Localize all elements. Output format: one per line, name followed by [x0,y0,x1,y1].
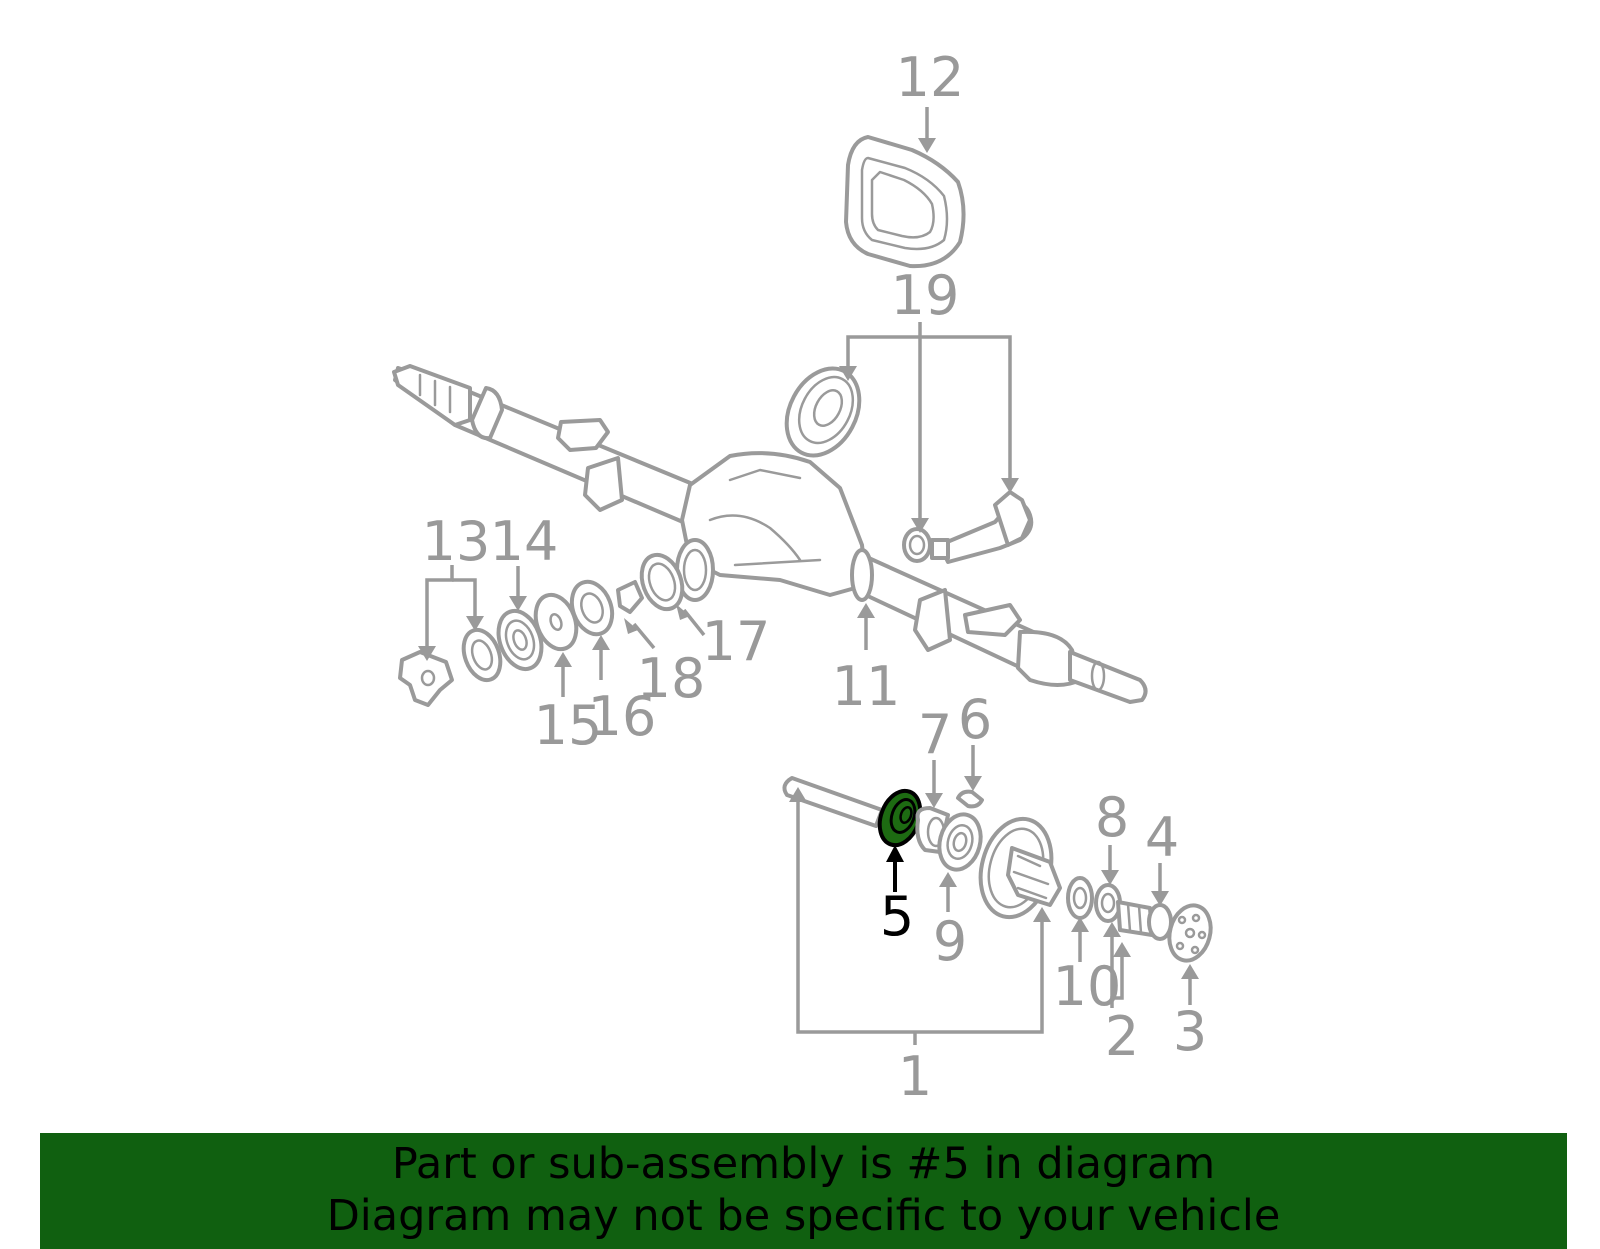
callout-labels: 12 19 13 14 17 18 11 16 15 7 6 8 4 5 9 1… [422,46,1208,1108]
callout-16[interactable]: 16 [588,685,657,748]
callout-13[interactable]: 13 [422,510,491,573]
part-15-washer[interactable] [529,589,584,655]
part-3-cap[interactable] [1163,901,1216,965]
part-19-ring-gear[interactable] [772,356,873,468]
callout-14[interactable]: 14 [490,510,559,573]
banner-line-disclaimer: Diagram may not be specific to your vehi… [326,1191,1281,1241]
part-11-axle-housing[interactable] [392,364,1148,704]
part-14-seal[interactable] [491,605,549,675]
callout-17[interactable]: 17 [702,610,771,673]
leader-lines [418,107,1199,1045]
callout-8[interactable]: 8 [1095,786,1129,849]
info-banner: Part or sub-assembly is #5 in diagram Di… [40,1133,1567,1249]
callout-18[interactable]: 18 [637,647,706,710]
part-9-bearing[interactable] [933,810,986,874]
part-18-spacer[interactable] [616,580,644,614]
part-1-axle-shaft[interactable] [782,776,884,828]
callout-3[interactable]: 3 [1173,1000,1207,1063]
callout-10[interactable]: 10 [1053,955,1122,1018]
part-6-clip[interactable] [956,789,984,809]
callout-15[interactable]: 15 [534,694,603,757]
part-hub-flange[interactable] [970,811,1062,925]
part-13-seal[interactable] [457,625,507,685]
callout-4[interactable]: 4 [1145,806,1179,869]
callout-19[interactable]: 19 [891,264,960,327]
part-12-differential-cover[interactable] [844,135,966,269]
part-16-bearing[interactable] [565,576,619,640]
banner-line-part-number: Part or sub-assembly is #5 in diagram [391,1139,1216,1189]
callout-9[interactable]: 9 [933,910,967,973]
part-17-bearing-race[interactable] [635,549,690,615]
part-13-yoke[interactable] [398,650,454,707]
callout-11[interactable]: 11 [832,655,901,718]
callout-12[interactable]: 12 [896,46,965,109]
part-19-bearing[interactable] [902,527,932,563]
callout-6[interactable]: 6 [958,688,992,751]
part-2-nut[interactable] [1116,900,1154,937]
callout-1[interactable]: 1 [898,1045,932,1108]
part-10-bearing[interactable] [1066,876,1094,920]
part-5-highlighted-part[interactable] [873,785,928,851]
callout-7[interactable]: 7 [918,703,952,766]
callout-2[interactable]: 2 [1105,1005,1139,1068]
callout-5-highlighted[interactable]: 5 [880,885,914,948]
part-19-pinion-gear[interactable] [930,490,1034,564]
